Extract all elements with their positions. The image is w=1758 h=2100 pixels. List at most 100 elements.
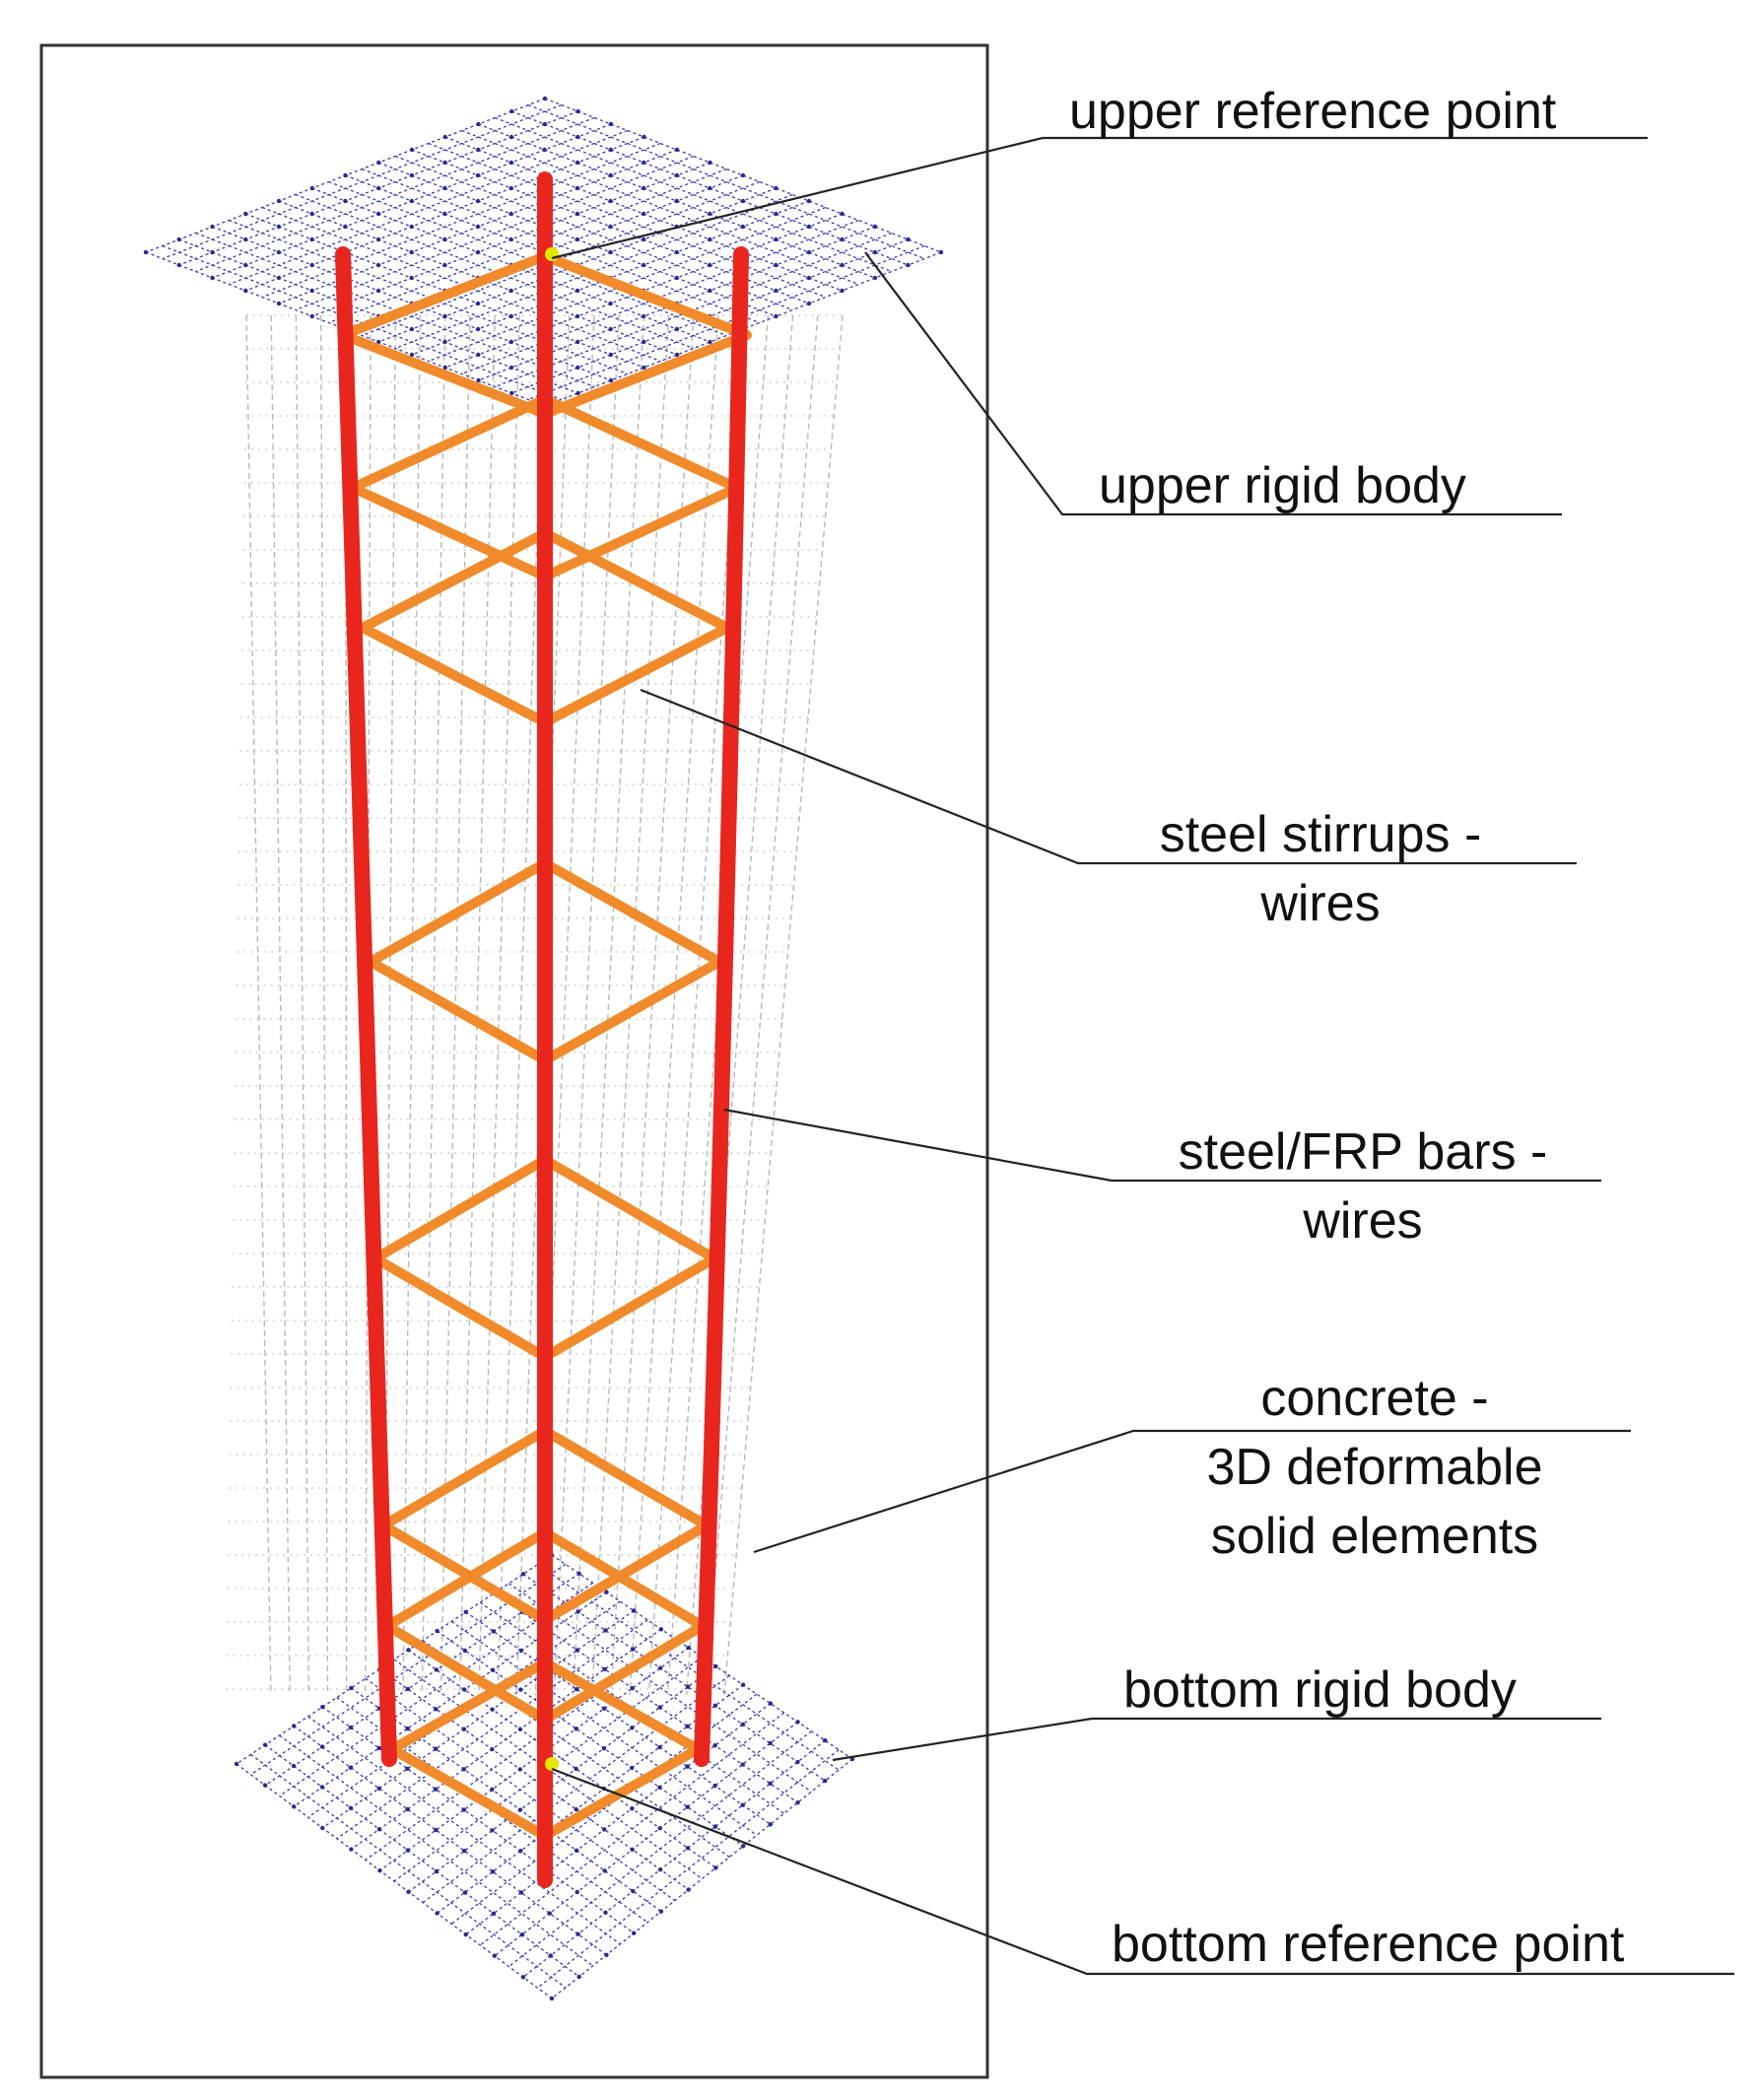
upper-rigid-body-node (708, 262, 712, 268)
bottom-rigid-body-node (491, 1911, 497, 1916)
upper-rigid-body-node (442, 185, 447, 191)
bottom-rigid-body-node (405, 1766, 410, 1771)
upper-rigid-body-node (872, 275, 878, 281)
bottom-rigid-body-node (630, 1685, 635, 1691)
bottom-rigid-body-gridline (408, 1665, 716, 1893)
bottom-rigid-body-node (348, 1805, 354, 1811)
upper-rigid-body-node (608, 198, 613, 204)
bottom-rigid-body-node (376, 1827, 382, 1832)
bottom-rigid-body-gridline (236, 1554, 553, 1765)
concrete-mesh-column (270, 314, 291, 1696)
bottom-rigid-body-gridline (293, 1592, 607, 1807)
bottom-rigid-body-node (713, 1865, 718, 1870)
upper-rigid-body-node (309, 313, 314, 319)
bottom-rigid-body-node (461, 1807, 467, 1812)
bottom-rigid-body-node (630, 1726, 635, 1730)
label-steel-frp-bars-line1: steel/FRP bars - (1178, 1123, 1548, 1181)
concrete-mesh-column (629, 314, 719, 1696)
upper-rigid-body-node (774, 185, 778, 191)
upper-rigid-body-node (575, 160, 580, 166)
upper-rigid-body-node (475, 326, 481, 332)
bottom-rigid-body-node (795, 1720, 800, 1725)
upper-rigid-body-node (442, 313, 447, 319)
upper-rigid-body-node (375, 288, 381, 294)
concrete-mesh-column (591, 314, 670, 1696)
upper-rigid-body-gridline (428, 142, 826, 299)
concrete-mesh-column (245, 314, 272, 1696)
model-frame (39, 43, 989, 2079)
bottom-rigid-body-node (491, 1629, 497, 1634)
leader-upper-rigid-body (864, 251, 1562, 516)
upper-rigid-body-node (375, 237, 381, 242)
bottom-rigid-body-node (574, 1848, 579, 1854)
upper-rigid-body-node (409, 326, 415, 332)
concrete-mesh-column (723, 314, 844, 1696)
upper-rigid-body-node (475, 224, 481, 230)
bottom-rigid-body-node (434, 1868, 440, 1874)
upper-rigid-body-node (442, 134, 447, 140)
upper-rigid-body-node (475, 301, 481, 306)
bottom-rigid-body-node (548, 1953, 553, 1958)
bottom-rigid-body-node (768, 1740, 773, 1746)
bottom-rigid-body-gridline (465, 1611, 772, 1825)
upper-rigid-body-node (674, 172, 680, 178)
upper-rigid-body-node (674, 249, 679, 255)
concrete-mesh-column (497, 314, 546, 1696)
upper-rigid-body-node (674, 198, 679, 204)
bottom-rigid-body-node (685, 1764, 690, 1769)
bottom-rigid-body-gridline (551, 1758, 853, 1999)
bottom-rigid-body-node (319, 1785, 325, 1790)
bottom-rigid-body-node (517, 1807, 523, 1812)
upper-rigid-body-node (243, 262, 248, 268)
upper-rigid-body-node (641, 211, 646, 217)
upper-rigid-body-node (375, 211, 381, 217)
bottom-rigid-body-node (376, 1786, 381, 1792)
upper-rigid-body-node (608, 301, 613, 306)
upper-rigid-body-node (476, 377, 481, 383)
upper-rigid-body-node (806, 275, 812, 281)
bottom-rigid-body-node (602, 1868, 607, 1873)
upper-rigid-body-node (840, 262, 845, 268)
bottom-rigid-body-node (685, 1724, 690, 1729)
bottom-rigid-body-node (406, 1889, 411, 1895)
bottom-rigid-body-node (604, 1952, 609, 1958)
bottom-rigid-body-node (629, 1765, 635, 1771)
upper-rigid-body-node (508, 237, 513, 242)
upper-rigid-body-node (872, 224, 878, 230)
bottom-rigid-body-node (740, 1762, 745, 1767)
upper-rigid-body-node (774, 211, 778, 217)
bottom-rigid-body-node (575, 1648, 579, 1653)
label-upper-reference-point: upper reference point (1069, 83, 1557, 140)
bottom-rigid-body-node (291, 1763, 297, 1769)
bottom-rigid-body-gridline (307, 1716, 621, 1945)
concrete-mesh-column (572, 314, 645, 1696)
upper-rigid-body-node (508, 288, 513, 294)
bottom-rigid-body-node (740, 1802, 745, 1807)
concrete-solid-mesh (226, 314, 844, 1696)
bottom-rigid-body-node (575, 1889, 579, 1895)
upper-rigid-body-node (608, 326, 613, 332)
label-steel-stirrups: steel stirrups - wires (1114, 800, 1527, 938)
bottom-rigid-body-node (575, 1609, 580, 1614)
bottom-rigid-body-node (463, 1931, 468, 1937)
upper-rigid-body-node (442, 160, 447, 166)
upper-rigid-body-node (508, 313, 513, 319)
longitudinal-right-bar (694, 246, 749, 1767)
bottom-rigid-body-node (433, 1746, 439, 1751)
label-steel-stirrups-line1: steel stirrups - (1159, 806, 1482, 863)
bottom-rigid-body-node (490, 1828, 495, 1833)
upper-rigid-body-node (375, 185, 381, 191)
bottom-rigid-body-node (574, 1766, 578, 1772)
upper-rigid-body-node (276, 301, 282, 306)
bottom-rigid-body-gridline (408, 1649, 716, 1868)
upper-rigid-body-node (674, 326, 680, 332)
bottom-rigid-body-node (405, 1726, 410, 1731)
upper-rigid-body-node (442, 211, 447, 217)
upper-rigid-body-node (575, 390, 580, 396)
bottom-rigid-body-node (768, 1822, 774, 1827)
upper-rigid-body-node (309, 262, 314, 268)
bottom-rigid-body-node (712, 1783, 717, 1789)
upper-rigid-body-node (475, 172, 481, 178)
upper-rigid-body-node (708, 211, 712, 217)
upper-rigid-body-node (508, 211, 513, 217)
